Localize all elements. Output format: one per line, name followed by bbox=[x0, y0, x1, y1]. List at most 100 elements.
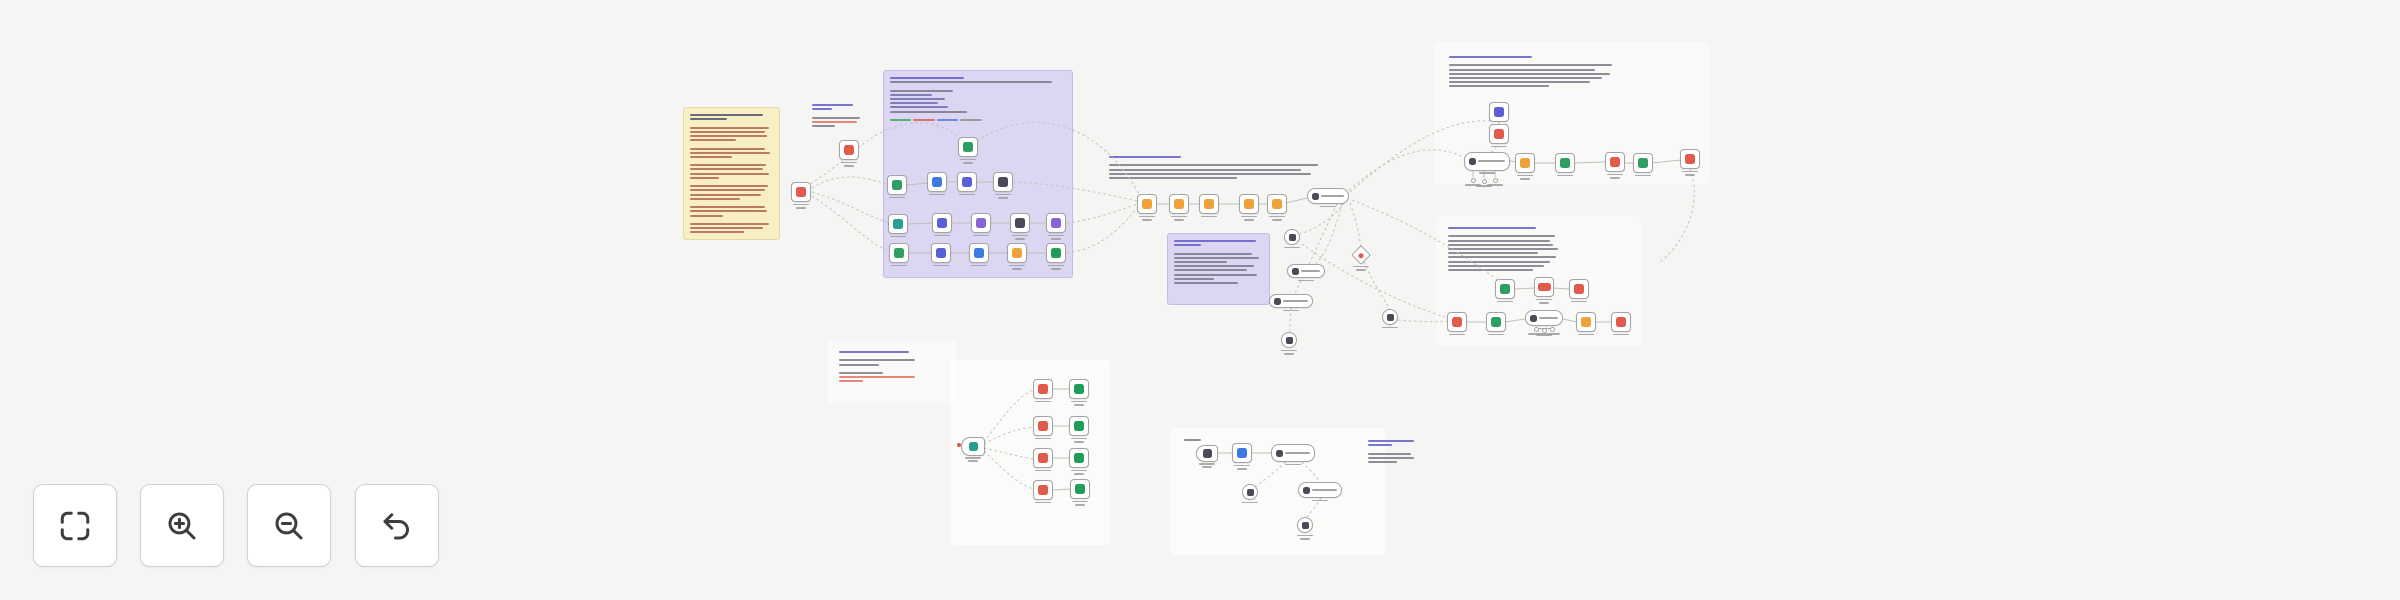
workflow-node[interactable] bbox=[1069, 448, 1089, 475]
text-block-section7[interactable] bbox=[833, 345, 925, 391]
connector-dot[interactable] bbox=[1528, 326, 1544, 335]
node-body bbox=[1481, 178, 1487, 184]
text-line bbox=[1449, 56, 1532, 58]
text-block-section9[interactable] bbox=[1362, 434, 1422, 471]
text-line bbox=[1449, 81, 1591, 84]
workflow-node[interactable] bbox=[927, 172, 947, 196]
workflow-node[interactable] bbox=[1633, 153, 1653, 177]
agent-node[interactable] bbox=[1464, 151, 1510, 174]
workflow-node[interactable] bbox=[1033, 448, 1053, 472]
sub-node[interactable] bbox=[1284, 229, 1300, 249]
connector-dot[interactable] bbox=[1487, 177, 1503, 186]
diamond-node[interactable] bbox=[1351, 245, 1371, 271]
error-dot[interactable] bbox=[957, 443, 961, 447]
workflow-node[interactable] bbox=[932, 213, 952, 237]
workflow-node[interactable] bbox=[887, 175, 907, 199]
undo-icon bbox=[383, 512, 409, 539]
workflow-node[interactable] bbox=[1447, 312, 1467, 336]
text-line bbox=[890, 89, 954, 92]
text-line bbox=[1448, 264, 1545, 267]
workflow-node[interactable] bbox=[1010, 213, 1030, 240]
workflow-node[interactable] bbox=[1515, 153, 1535, 180]
workflow-node[interactable] bbox=[1605, 152, 1625, 179]
workflow-node[interactable] bbox=[1169, 194, 1189, 221]
agent-node[interactable] bbox=[1298, 482, 1342, 502]
workflow-node[interactable] bbox=[1611, 312, 1631, 336]
workflow-node[interactable] bbox=[839, 140, 859, 167]
node-body bbox=[1242, 484, 1258, 500]
text-block-section6[interactable] bbox=[1442, 221, 1567, 279]
workflow-node[interactable] bbox=[888, 214, 908, 238]
workflow-node[interactable] bbox=[1033, 480, 1053, 504]
workflow-node[interactable] bbox=[1046, 213, 1066, 240]
connector-dot[interactable] bbox=[1544, 326, 1560, 335]
workflow-node[interactable] bbox=[958, 137, 978, 164]
workflow-node[interactable] bbox=[1033, 416, 1053, 440]
sub-node[interactable] bbox=[1242, 484, 1258, 504]
agent-node[interactable] bbox=[1287, 264, 1325, 282]
workflow-node[interactable] bbox=[1199, 194, 1219, 218]
workflow-node[interactable] bbox=[1569, 279, 1589, 303]
trigger-node[interactable] bbox=[961, 436, 985, 463]
workflow-node[interactable] bbox=[957, 172, 977, 196]
text-block-section1[interactable] bbox=[806, 98, 868, 135]
workflow-node[interactable] bbox=[1046, 243, 1066, 270]
workflow-node[interactable] bbox=[971, 213, 991, 237]
connector-dot[interactable] bbox=[1536, 327, 1552, 336]
connector-dot[interactable] bbox=[1476, 178, 1492, 187]
workflow-node[interactable] bbox=[1007, 243, 1027, 270]
sub-node[interactable] bbox=[1297, 517, 1313, 540]
agent-node[interactable] bbox=[1525, 310, 1563, 330]
zoom-out-button[interactable] bbox=[247, 484, 331, 567]
zoom-in-button[interactable] bbox=[140, 484, 224, 567]
text-block-section3[interactable] bbox=[1103, 150, 1328, 187]
trigger-node[interactable] bbox=[1196, 444, 1218, 469]
workflow-node[interactable] bbox=[1555, 153, 1575, 177]
agent-node[interactable] bbox=[1271, 444, 1315, 466]
fit-view-button[interactable] bbox=[33, 484, 117, 567]
workflow-node[interactable] bbox=[931, 243, 951, 267]
node-body bbox=[791, 182, 811, 202]
workflow-node[interactable] bbox=[1576, 312, 1596, 336]
node-body bbox=[1525, 310, 1563, 326]
workflow-node[interactable] bbox=[1033, 379, 1053, 403]
workflow-node[interactable] bbox=[1489, 102, 1509, 126]
node-label bbox=[995, 193, 1011, 196]
workflow-node[interactable] bbox=[791, 182, 811, 209]
node-body bbox=[957, 172, 977, 192]
workflow-node[interactable] bbox=[969, 243, 989, 267]
workflow-node[interactable] bbox=[1680, 149, 1700, 176]
workflow-node[interactable] bbox=[993, 172, 1013, 199]
workflow-node[interactable] bbox=[1232, 443, 1252, 470]
sticky-note-yellow[interactable] bbox=[683, 107, 780, 240]
node-label bbox=[1536, 334, 1552, 336]
workflow-node[interactable] bbox=[1137, 194, 1157, 221]
workflow-node[interactable] bbox=[889, 243, 909, 267]
workflow-node[interactable] bbox=[1489, 124, 1509, 148]
node-icon bbox=[1312, 192, 1319, 200]
text-block-bottom-mid[interactable] bbox=[1178, 433, 1208, 449]
text-line bbox=[1448, 252, 1539, 255]
node-body bbox=[1633, 153, 1653, 173]
undo-button[interactable] bbox=[355, 484, 439, 567]
workflow-node[interactable] bbox=[1069, 379, 1089, 406]
text-line bbox=[1174, 240, 1256, 242]
workflow-node[interactable] bbox=[1495, 279, 1515, 303]
node-icon bbox=[976, 218, 986, 228]
node-label bbox=[1272, 218, 1282, 221]
agent-node[interactable] bbox=[1269, 294, 1313, 312]
workflow-node[interactable] bbox=[1239, 194, 1259, 221]
workflow-node[interactable] bbox=[1267, 194, 1287, 221]
node-label bbox=[841, 161, 857, 164]
workflow-node[interactable] bbox=[1070, 479, 1090, 506]
sub-node[interactable] bbox=[1382, 309, 1398, 329]
agent-node[interactable] bbox=[1307, 188, 1349, 208]
connector-dot[interactable] bbox=[1465, 177, 1481, 186]
sub-node[interactable] bbox=[1281, 332, 1297, 355]
workflow-node[interactable] bbox=[1534, 277, 1554, 304]
workflow-node[interactable] bbox=[1069, 416, 1089, 443]
workflow-node[interactable] bbox=[1486, 312, 1506, 336]
text-block-topright[interactable] bbox=[1443, 50, 1621, 96]
sticky-note-purple-small[interactable] bbox=[1167, 233, 1270, 305]
